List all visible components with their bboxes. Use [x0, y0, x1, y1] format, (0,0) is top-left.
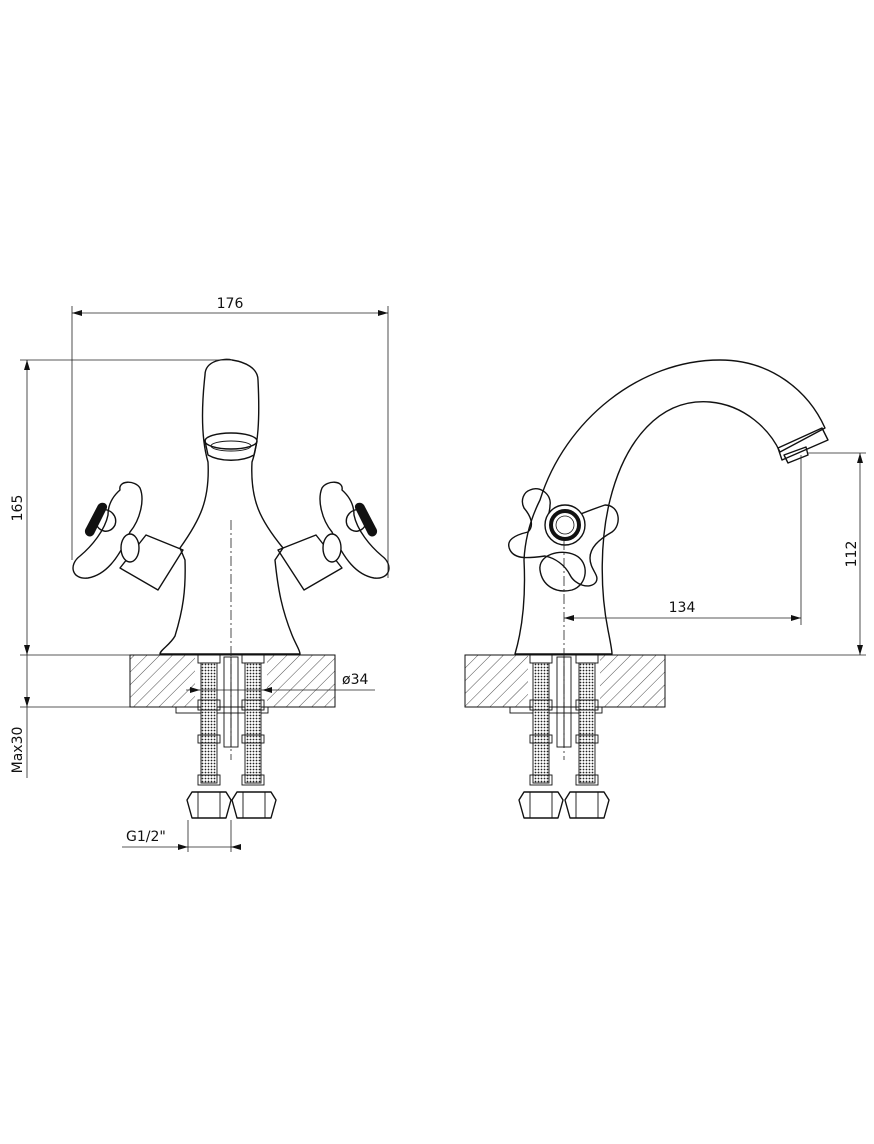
dim-spout-height-label: 112: [844, 541, 860, 568]
dim-max-thickness: Max30: [10, 655, 130, 778]
front-view: 176 165 Max30 ø34: [10, 296, 390, 852]
front-right-handle: [277, 481, 390, 591]
dim-height: 165: [10, 359, 232, 656]
dim-reach-label: 134: [669, 600, 696, 616]
side-spout-tip: [777, 427, 829, 464]
dim-width-label: 176: [217, 296, 244, 312]
dim-hole-diameter: ø34: [186, 672, 375, 693]
dim-thread-label: G1/2": [126, 829, 166, 845]
front-counter-slab: [129, 654, 336, 714]
front-left-handle: [72, 481, 184, 591]
side-handle: [508, 488, 619, 592]
dim-max-thickness-label: Max30: [10, 727, 26, 774]
front-faucet-body: [159, 358, 301, 655]
side-supply-hoses: [518, 654, 610, 819]
side-counter-slab: [464, 654, 666, 714]
front-supply-hoses: [186, 654, 277, 819]
dim-reach: 134: [564, 455, 802, 625]
side-view: 134 112: [464, 359, 866, 819]
dim-spout-height: 112: [665, 452, 866, 656]
front-aerator: [204, 432, 258, 461]
dim-height-label: 165: [10, 495, 26, 522]
dim-width: 176: [71, 296, 389, 578]
dim-hole-diameter-label: ø34: [342, 672, 368, 688]
dim-thread: G1/2": [122, 820, 241, 852]
